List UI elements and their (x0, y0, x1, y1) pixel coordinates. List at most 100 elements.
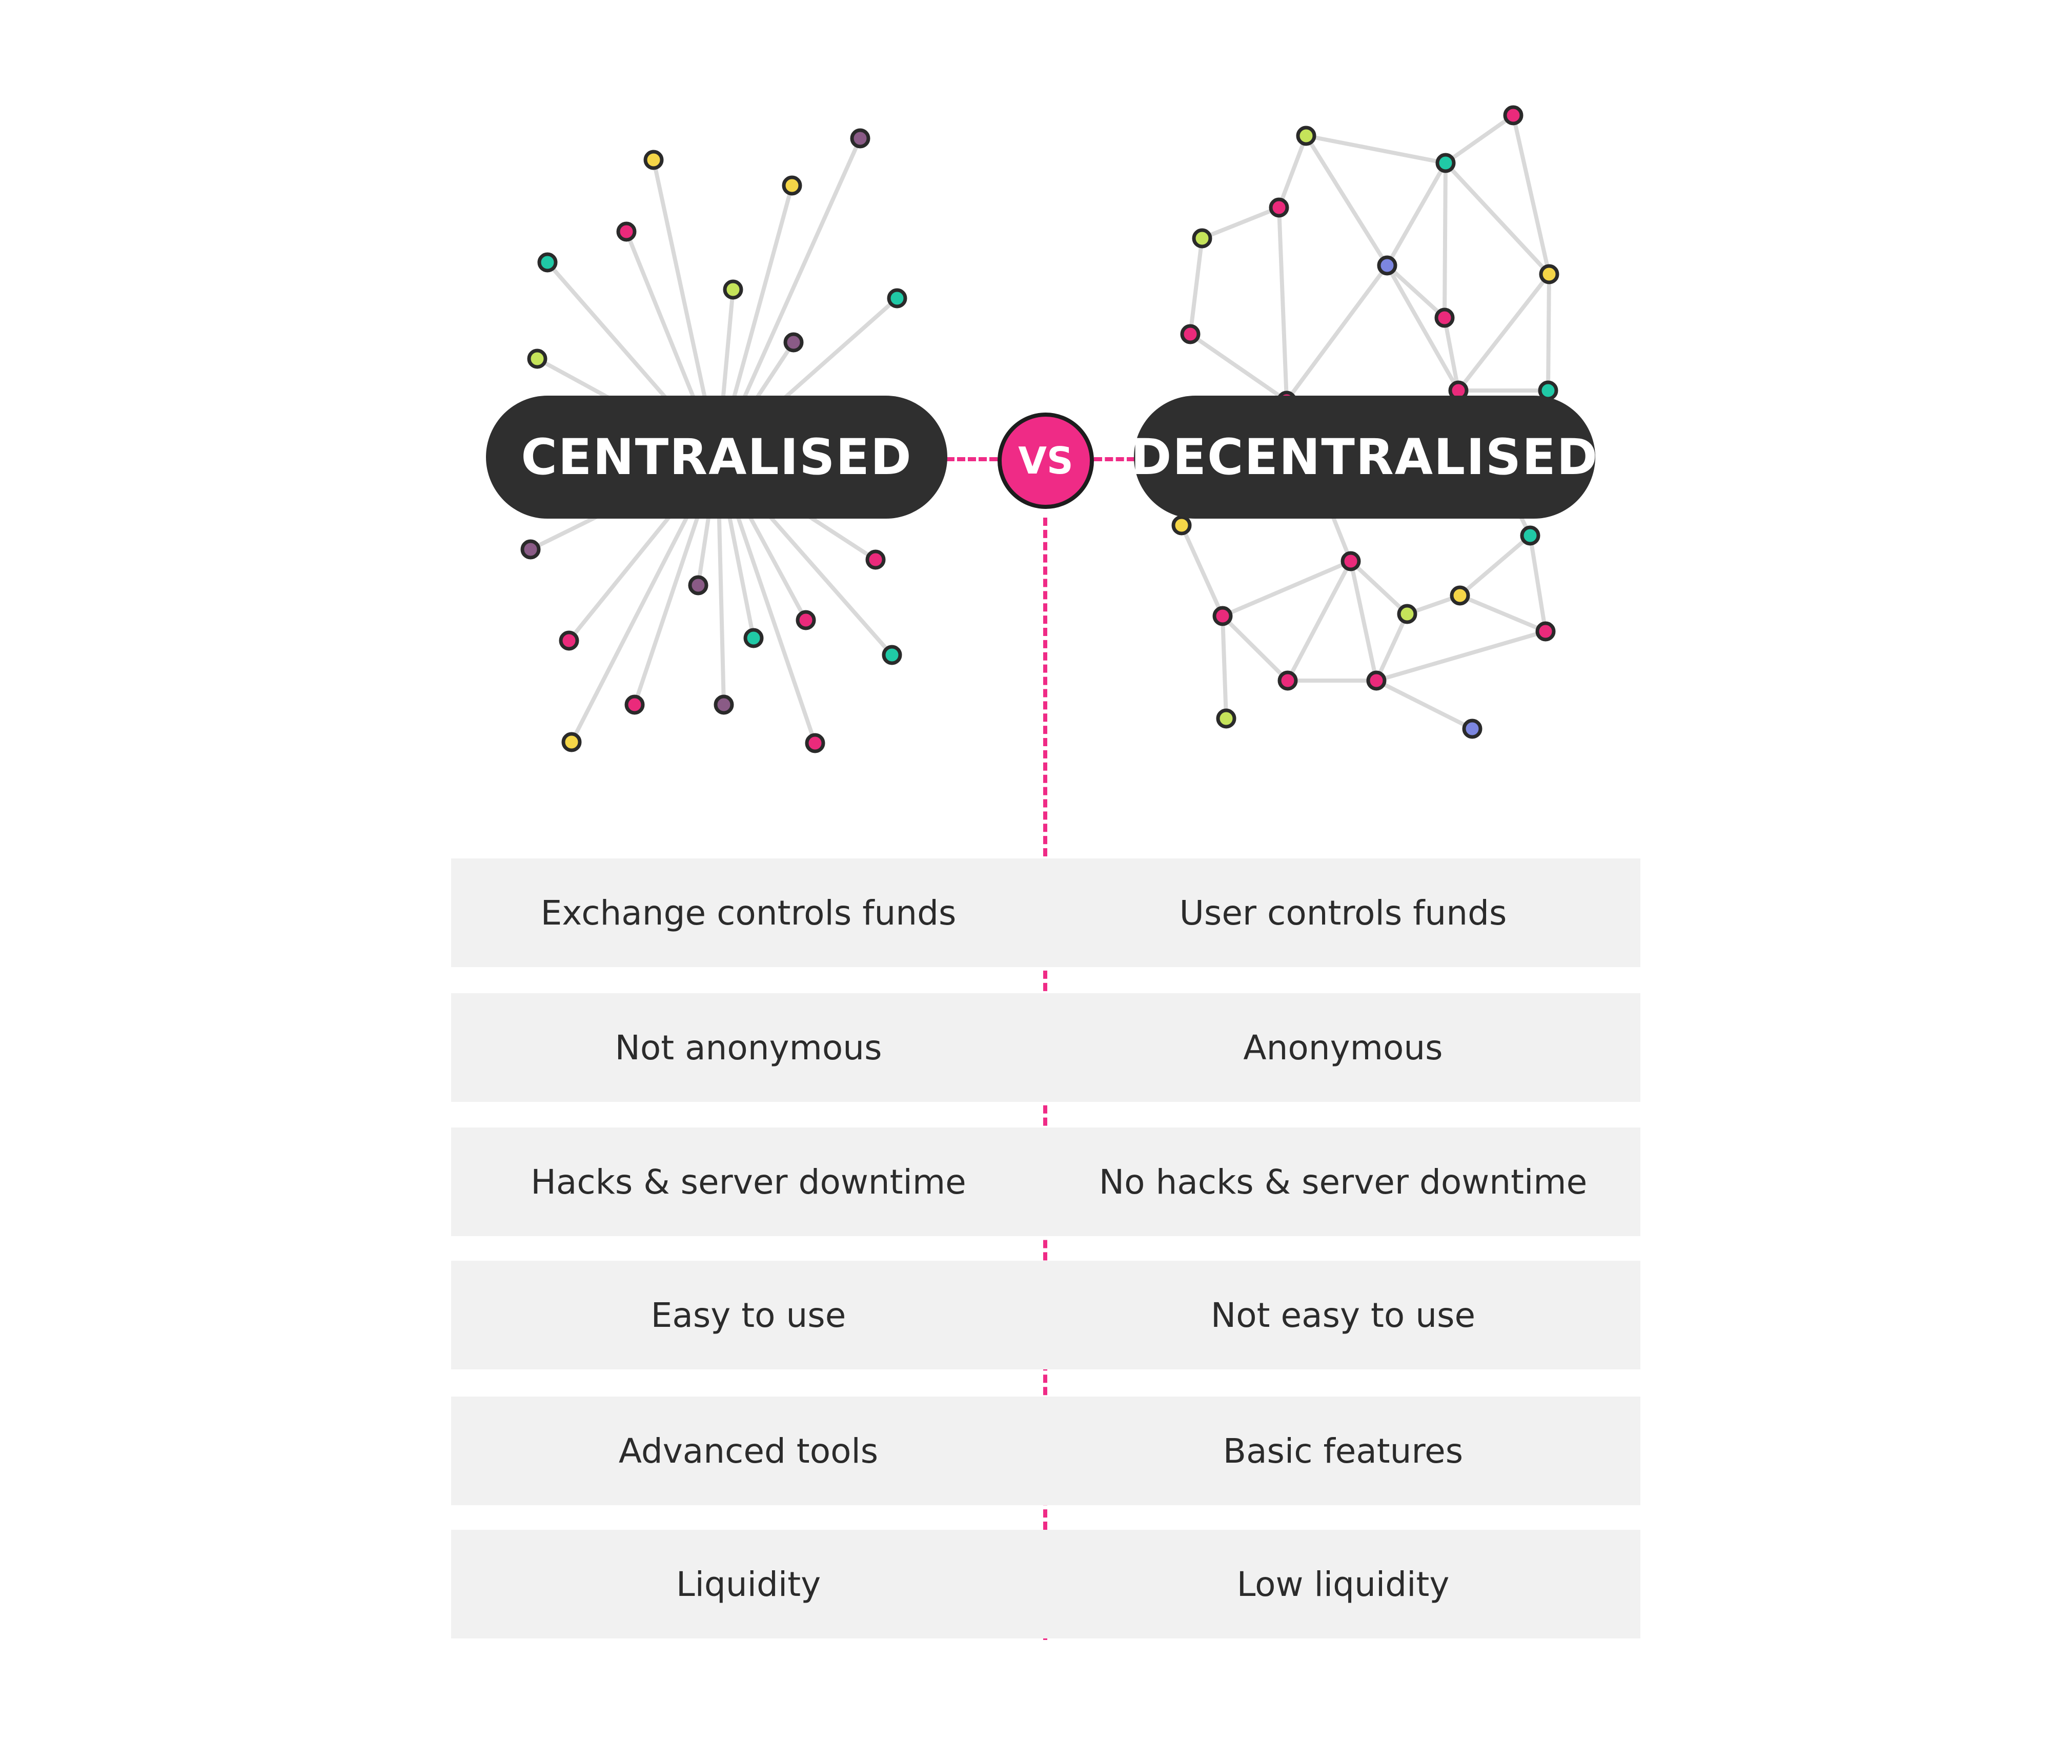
row-text: Advanced tools (618, 1431, 879, 1471)
network-node (520, 539, 541, 560)
row-text: Not anonymous (615, 1028, 882, 1068)
decentralised-row-2: Anonymous (1046, 993, 1640, 1102)
centralised-row-5: Advanced tools (451, 1397, 1046, 1505)
decentralised-title: DECENTRALISED (1130, 428, 1599, 486)
network-edge (1546, 274, 1551, 391)
network-edge (1456, 273, 1551, 392)
network-edge (1277, 135, 1308, 209)
connector-line-left (946, 457, 998, 461)
network-node (1535, 621, 1556, 642)
network-node (1539, 264, 1559, 284)
network-node (1269, 197, 1289, 218)
network-node (1277, 670, 1298, 691)
network-node (527, 348, 547, 369)
network-node (1462, 719, 1482, 739)
network-edge (1277, 207, 1289, 401)
network-node (1180, 324, 1201, 344)
network-edge (1221, 616, 1228, 719)
network-node (1216, 708, 1236, 729)
decentralised-row-5: Basic features (1046, 1397, 1640, 1505)
network-edge (1386, 264, 1446, 319)
network-edge (1306, 134, 1446, 165)
network-edge (1374, 613, 1409, 682)
network-edge (1385, 162, 1448, 266)
vs-label: VS (1018, 439, 1073, 482)
decentralised-row-3: No hacks & server downtime (1046, 1127, 1640, 1236)
network-edge (1286, 560, 1353, 682)
network-edge (1458, 534, 1532, 598)
decentralised-row-4: Not easy to use (1046, 1261, 1640, 1369)
network-node (688, 575, 708, 596)
network-node (1212, 606, 1233, 626)
decentralised-label: DECENTRALISED (1131, 396, 1597, 519)
decentralised-row-1: User controls funds (1046, 858, 1640, 967)
row-text: Easy to use (651, 1295, 846, 1335)
centralised-row-1: Exchange controls funds (451, 858, 1046, 967)
network-node (796, 610, 816, 630)
network-edge (1180, 524, 1225, 617)
network-node (561, 732, 582, 752)
network-node (1192, 228, 1212, 249)
network-edge (1188, 238, 1204, 335)
network-node (1503, 105, 1523, 126)
network-edge (1444, 113, 1515, 165)
network-node (723, 279, 743, 300)
row-text: Hacks & server downtime (531, 1162, 966, 1202)
row-text: Liquidity (676, 1564, 821, 1604)
network-node (1450, 585, 1470, 606)
centralised-row-2: Not anonymous (451, 993, 1046, 1102)
network-edge (1349, 561, 1378, 681)
network-edge (1375, 679, 1473, 731)
network-node (882, 645, 902, 665)
row-text: Basic features (1223, 1431, 1464, 1471)
network-edge (1221, 614, 1289, 682)
network-node (1435, 153, 1456, 173)
network-node (887, 288, 907, 309)
network-node (1434, 307, 1455, 328)
network-edge (1528, 535, 1548, 632)
network-edge (1444, 161, 1551, 276)
row-text: Exchange controls funds (540, 893, 957, 933)
network-node (537, 252, 558, 273)
network-node (1340, 551, 1361, 571)
network-edge (1349, 560, 1409, 616)
network-node (1171, 515, 1192, 536)
network-node (616, 221, 637, 242)
centralised-row-6: Liquidity (451, 1530, 1046, 1638)
network-edge (1443, 317, 1460, 391)
network-edge (1201, 206, 1280, 240)
network-node (850, 128, 870, 149)
network-node (643, 150, 664, 170)
network-node (1377, 255, 1397, 276)
network-edge (1285, 264, 1389, 402)
decentralised-row-6: Low liquidity (1046, 1530, 1640, 1638)
network-edge (1304, 134, 1389, 267)
network-node (782, 175, 802, 196)
network-edge (1375, 629, 1547, 683)
network-edge (1222, 559, 1352, 618)
network-edge (1459, 593, 1547, 633)
network-edge (1189, 332, 1288, 403)
network-node (865, 549, 886, 570)
network-node (783, 332, 804, 353)
row-text: Anonymous (1243, 1028, 1443, 1068)
network-node (624, 694, 645, 715)
network-node (743, 628, 764, 648)
row-text: Low liquidity (1236, 1564, 1450, 1604)
row-text: No hacks & server downtime (1099, 1162, 1588, 1202)
centralised-label: CENTRALISED (486, 396, 947, 519)
centralised-row-3: Hacks & server downtime (451, 1127, 1046, 1236)
vs-badge: VS (998, 413, 1094, 509)
network-edge (1443, 162, 1448, 318)
network-node (805, 733, 825, 753)
centralised-row-4: Easy to use (451, 1261, 1046, 1369)
network-edge (1385, 264, 1460, 392)
network-node (559, 630, 579, 651)
network-node (1520, 525, 1540, 546)
row-text: Not easy to use (1210, 1295, 1476, 1335)
network-node (714, 694, 734, 715)
network-node (1296, 126, 1316, 146)
network-edge (1511, 115, 1551, 275)
network-node (1397, 604, 1417, 624)
